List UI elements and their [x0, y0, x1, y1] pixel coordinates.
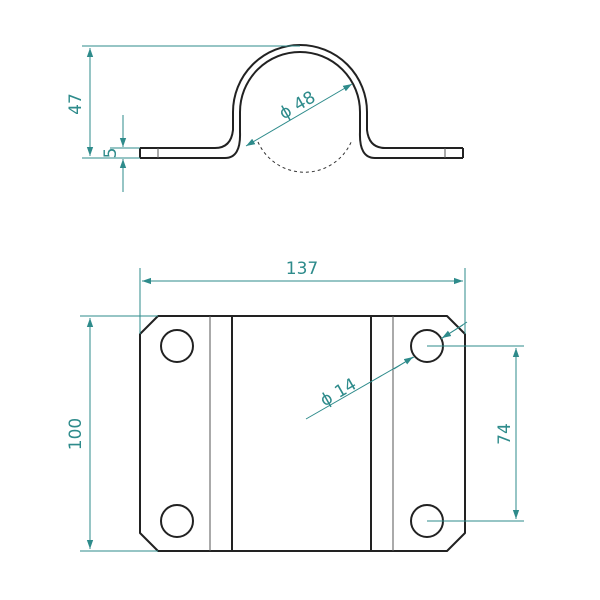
dimension-label-hole-spacing: 74 — [495, 423, 515, 445]
dimension-label-overall-height: 100 — [66, 418, 86, 450]
dimension-bore-diameter: ϕ 48 — [245, 83, 353, 147]
top-view: 137 100 ϕ 14 74 — [66, 259, 524, 552]
side-view: 47 5 ϕ 48 — [66, 44, 464, 192]
dimension-side-height: 47 — [66, 45, 300, 159]
dimension-label-side-height: 47 — [66, 93, 86, 115]
plate-outline — [139, 315, 466, 552]
strap-outer-profile — [140, 51, 463, 159]
mounting-hole-bottom-left — [160, 504, 194, 538]
dimension-flange-thickness: 5 — [101, 115, 140, 192]
dimension-label-overall-width: 137 — [286, 259, 318, 279]
dimension-hole-diameter: ϕ 14 — [305, 321, 468, 420]
dimension-label-hole-diameter: ϕ 14 — [317, 374, 360, 410]
strap-inner-profile — [140, 44, 463, 149]
dimension-label-bore-diameter: ϕ 48 — [276, 87, 319, 123]
dimension-overall-width: 137 — [139, 259, 466, 334]
dimension-hole-spacing: 74 — [427, 345, 524, 522]
bore-hidden-line — [257, 139, 353, 173]
dimension-overall-height: 100 — [66, 315, 158, 552]
dimension-label-flange-thickness: 5 — [101, 148, 121, 159]
mounting-hole-top-left — [160, 329, 194, 363]
